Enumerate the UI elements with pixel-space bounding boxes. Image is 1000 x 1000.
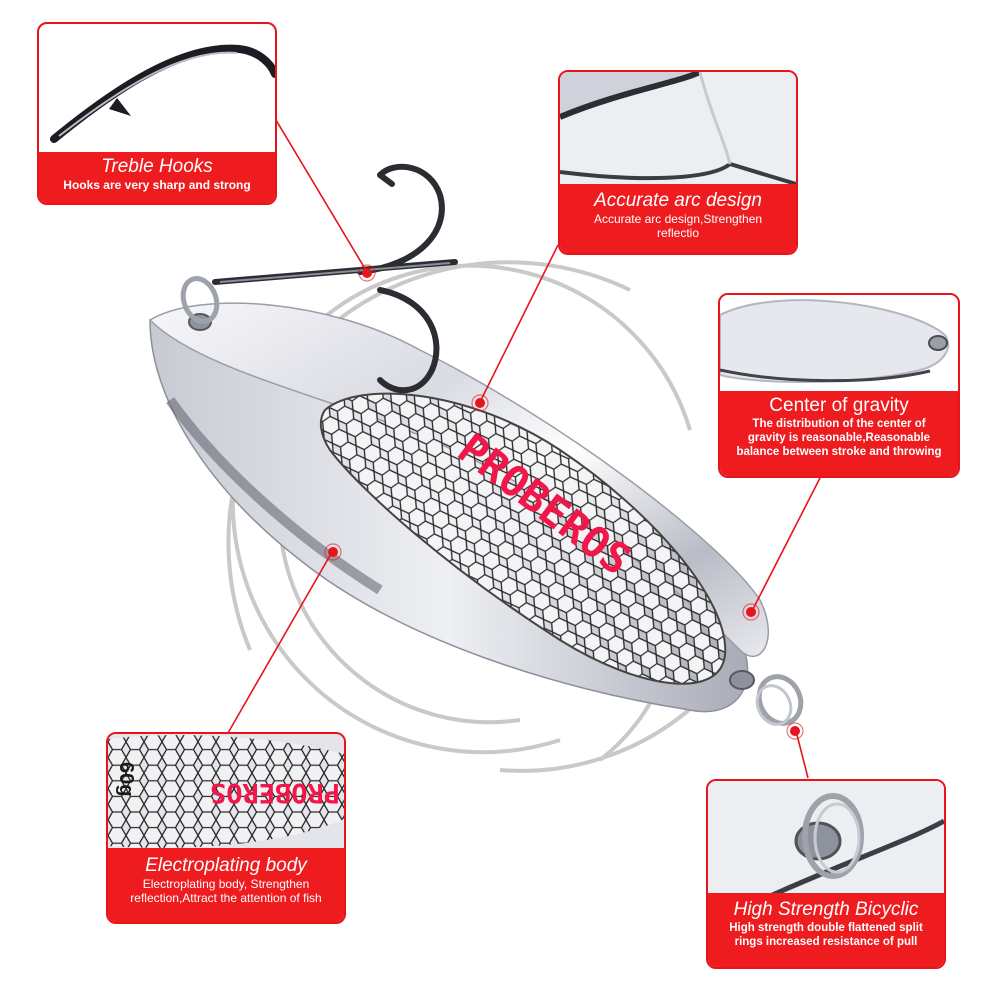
callout-split-rings: High Strength Bicyclic High strength dou…: [706, 779, 946, 969]
callout-description: rings increased resistance of pull: [734, 936, 918, 948]
leader-dots: [324, 264, 804, 740]
hook-closeup-icon: [50, 44, 275, 143]
callout-label-band: High Strength Bicyclic High strength dou…: [708, 893, 944, 967]
callout-description: The distribution of the center of: [752, 418, 926, 430]
callout-electroplating-body: 60g PROBEROS Electroplating body Electro…: [106, 732, 346, 924]
callout-description: Hooks are very sharp and strong: [63, 178, 251, 192]
weight-mark: 60g: [115, 762, 137, 796]
leader-lines: [227, 109, 821, 779]
callout-title: High Strength Bicyclic: [733, 899, 919, 920]
callout-description: reflection,Attract the attention of fish: [130, 891, 322, 905]
callout-title: Center of gravity: [769, 395, 909, 416]
callout-center-of-gravity: Center of gravity The distribution of th…: [718, 293, 960, 478]
callout-label-band: Treble Hooks Hooks are very sharp and st…: [39, 152, 275, 203]
callout-description: Electroplating body, Strengthen: [142, 877, 310, 891]
closeup-brand-text: PROBEROS: [210, 777, 340, 808]
callout-title: Accurate arc design: [594, 190, 762, 211]
callout-treble-hooks: Treble Hooks Hooks are very sharp and st…: [37, 22, 277, 205]
gravity-closeup-icon: [720, 295, 958, 395]
callout-label-band: Center of gravity The distribution of th…: [720, 391, 958, 476]
callout-accurate-arc: Accurate arc design Accurate arc design,…: [558, 70, 798, 255]
callout-description: reflectio: [656, 226, 700, 240]
electroplating-closeup-icon: 60g PROBEROS: [108, 734, 344, 852]
arc-closeup-icon: [560, 72, 796, 188]
callout-description: Accurate arc design,Strengthen: [593, 212, 763, 226]
callout-description: High strength double flattened split: [729, 922, 923, 934]
callout-label-band: Accurate arc design Accurate arc design,…: [560, 184, 796, 253]
callout-label-band: Electroplating body Electroplating body,…: [108, 848, 344, 922]
callout-title: Treble Hooks: [101, 156, 213, 177]
callout-description: balance between stroke and throwing: [736, 446, 942, 458]
split-ring-closeup-icon: [708, 781, 944, 897]
callout-title: Electroplating body: [145, 855, 307, 876]
callout-description: gravity is reasonable,Reasonable: [747, 432, 931, 444]
